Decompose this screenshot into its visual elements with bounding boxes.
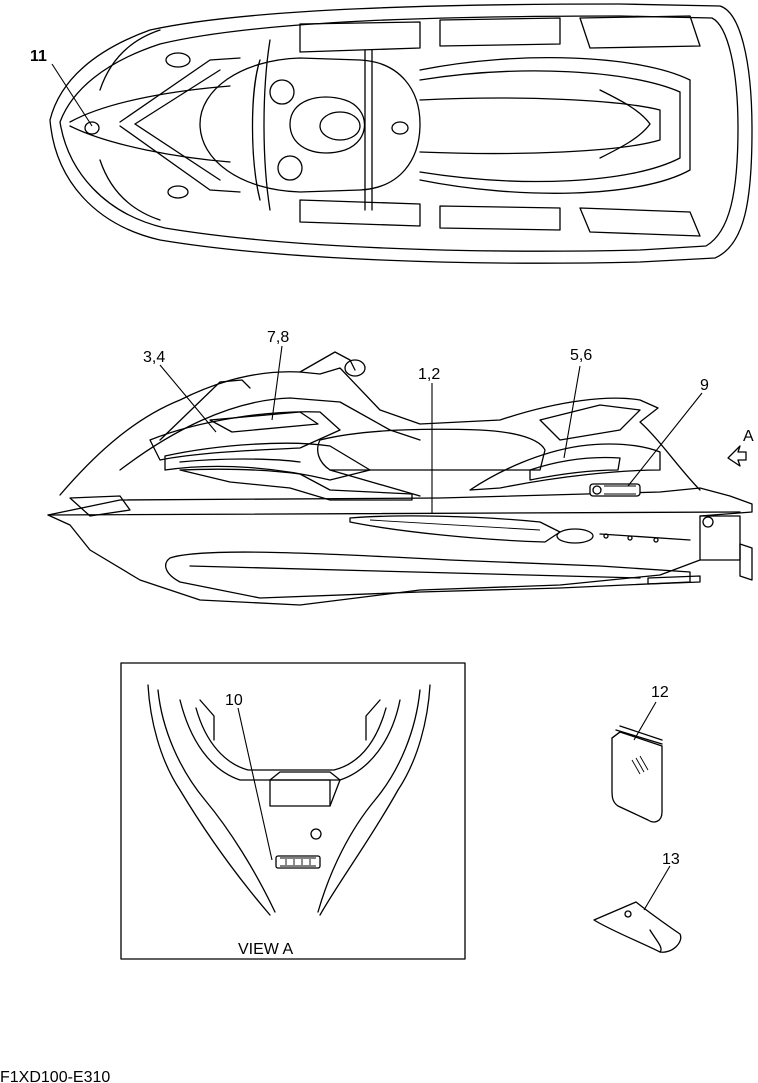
part-12-pouch — [611, 725, 663, 823]
part-13-card — [593, 901, 682, 953]
callout-5-6: 5,6 — [570, 347, 592, 364]
callout-3-4: 3,4 — [143, 349, 165, 366]
callout-10: 10 — [225, 692, 243, 709]
callout-11: 11 — [30, 48, 47, 65]
drawing-code: F1XD100-E310 — [0, 1069, 110, 1083]
view-a-label: VIEW A — [238, 941, 293, 958]
callout-12: 12 — [651, 684, 669, 701]
callout-9: 9 — [700, 377, 709, 394]
decal-5-6-shape — [529, 456, 621, 481]
top-view-watercraft — [49, 3, 753, 264]
decal-1-2-shape — [349, 515, 561, 543]
callout-1-2: 1,2 — [418, 366, 440, 383]
callout-7-8: 7,8 — [267, 329, 289, 346]
callout-13: 13 — [662, 851, 680, 868]
leader-lines — [51, 63, 703, 911]
callout-labels: 11 7,8 3,4 1,2 5,6 9 A 10 12 13 VIEW A F… — [0, 48, 754, 1083]
decal-10-shape — [275, 855, 321, 869]
decal-7-8-shape — [209, 411, 319, 433]
callout-A: A — [743, 428, 754, 445]
decal-9-shape — [589, 483, 641, 497]
side-view-watercraft — [47, 351, 753, 606]
decal-11-marker — [84, 121, 100, 135]
view-a-panel — [120, 662, 466, 960]
view-a-arrow — [727, 445, 747, 467]
